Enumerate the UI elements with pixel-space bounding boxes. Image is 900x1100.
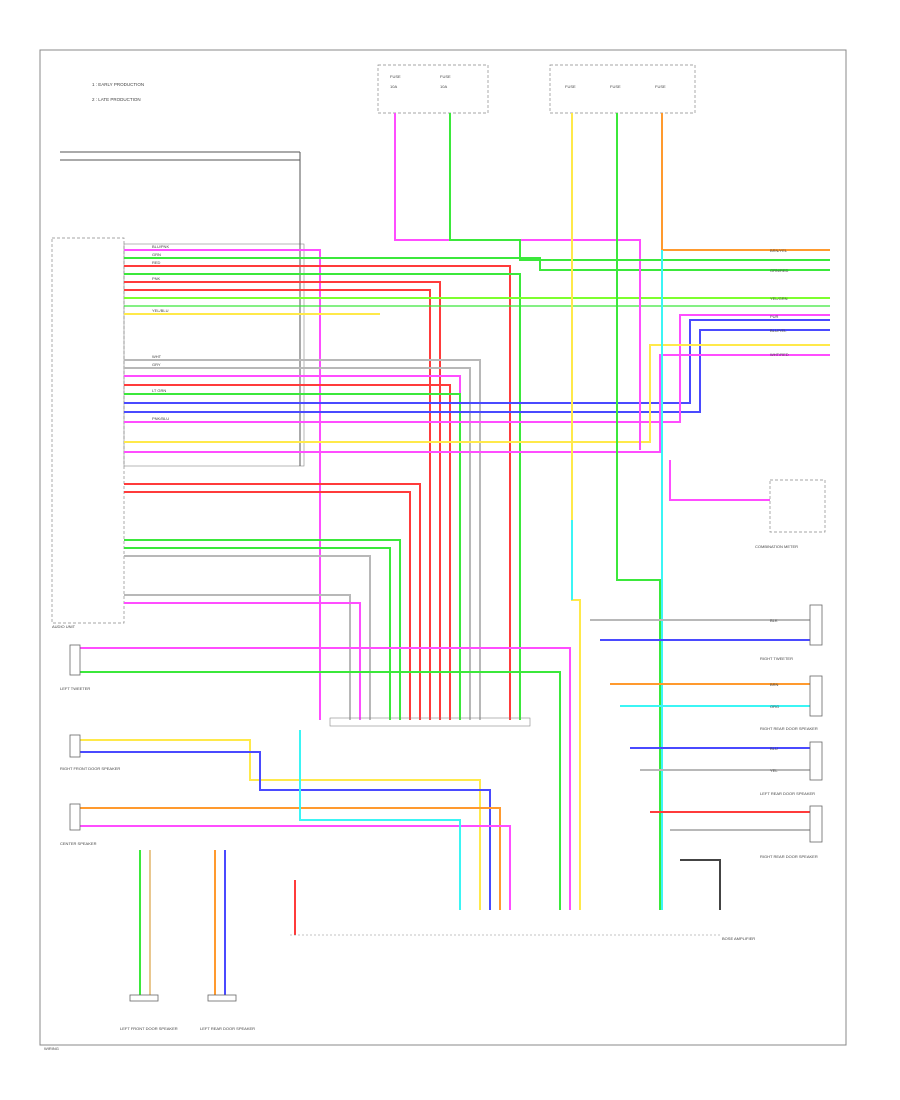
wire-bundle-horizontal [124,249,830,720]
svg-text:WHT/RED: WHT/RED [770,352,789,357]
svg-text:BLU/YEL: BLU/YEL [770,328,787,333]
svg-text:FUSE: FUSE [565,84,576,89]
note-2: 2 : LATE PRODUCTION [92,97,141,102]
svg-text:YEL/GRN: YEL/GRN [770,296,788,301]
svg-text:COMBINATION METER: COMBINATION METER [755,544,798,549]
svg-text:PNK: PNK [152,276,161,281]
wire-labels: BLU/PNK GRN RED PNK WHT LT GRN YEL/BLU P… [152,244,789,773]
amplifier-pin-row: BOSE AMPLIFIER [290,934,755,941]
svg-text:FUSE: FUSE [655,84,666,89]
svg-text:RIGHT REAR DOOR SPEAKER: RIGHT REAR DOOR SPEAKER [760,726,818,731]
svg-text:LEFT REAR DOOR SPEAKER: LEFT REAR DOOR SPEAKER [760,791,815,796]
center-speaker: CENTER SPEAKER [60,803,97,846]
svg-text:LEFT TWEETER: LEFT TWEETER [60,686,90,691]
left-tweeter: LEFT TWEETER [60,644,90,691]
left-rear-door-speaker-2: LEFT REAR DOOR SPEAKER [760,741,823,796]
svg-text:WHT: WHT [152,354,162,359]
svg-text:RIGHT REAR DOOR SPEAKER: RIGHT REAR DOOR SPEAKER [760,854,818,859]
right-rear-door-speaker: RIGHT REAR DOOR SPEAKER [760,675,823,731]
svg-text:BLU: BLU [770,746,778,751]
top-left-feed [60,151,301,466]
svg-text:PUR: PUR [770,314,779,319]
svg-text:GRY: GRY [152,362,161,367]
svg-text:LEFT REAR DOOR SPEAKER: LEFT REAR DOOR SPEAKER [200,1026,255,1031]
note-1: 1 : EARLY PRODUCTION [92,82,144,87]
svg-text:RED: RED [152,260,161,265]
combination-meter: COMBINATION METER [755,479,826,549]
svg-text:GRN/RED: GRN/RED [770,268,789,273]
left-speaker-wiring [80,647,571,995]
svg-text:BLK: BLK [770,618,778,623]
right-rear-door-speaker-2: RIGHT REAR DOOR SPEAKER [760,805,823,859]
svg-text:FUSE: FUSE [440,74,451,79]
svg-text:ORG: ORG [770,704,779,709]
audio-unit-box: AUDIO UNIT [51,237,125,629]
wire-bundle-vertical [394,113,830,910]
svg-text:GRN: GRN [152,252,161,257]
svg-text:RIGHT TWEETER: RIGHT TWEETER [760,656,793,661]
svg-text:LT GRN: LT GRN [152,388,166,393]
left-rear-door-speaker: LEFT REAR DOOR SPEAKER [200,994,255,1031]
svg-text:BRN/YEL: BRN/YEL [770,248,788,253]
top-fuse-box-right: FUSE FUSE FUSE [549,64,696,114]
diagram-frame [39,49,847,1046]
left-front-door-speaker: LEFT FRONT DOOR SPEAKER [120,994,178,1031]
svg-text:RIGHT FRONT DOOR SPEAKER: RIGHT FRONT DOOR SPEAKER [60,766,120,771]
right-speaker-wiring [590,619,810,910]
svg-text:YEL/BLU: YEL/BLU [152,308,169,313]
bottom-junction [329,717,531,727]
svg-text:YEL: YEL [770,768,778,773]
svg-text:BRN: BRN [770,682,779,687]
svg-text:BLU/PNK: BLU/PNK [152,244,169,249]
right-front-door-speaker: RIGHT FRONT DOOR SPEAKER [60,734,120,771]
svg-text:BOSE AMPLIFIER: BOSE AMPLIFIER [722,936,755,941]
right-tweeter: RIGHT TWEETER [760,604,823,661]
svg-text:LEFT FRONT DOOR SPEAKER: LEFT FRONT DOOR SPEAKER [120,1026,178,1031]
footer-code: WIRING [44,1046,59,1051]
svg-text:FUSE: FUSE [390,74,401,79]
connector-block [123,243,305,467]
top-fuse-box-left: FUSE FUSE 10A 10A [377,64,489,114]
svg-text:10A: 10A [440,84,447,89]
svg-text:CENTER SPEAKER: CENTER SPEAKER [60,841,97,846]
svg-text:PNK/BLU: PNK/BLU [152,416,169,421]
svg-text:10A: 10A [390,84,397,89]
svg-text:AUDIO UNIT: AUDIO UNIT [52,624,76,629]
svg-text:FUSE: FUSE [610,84,621,89]
